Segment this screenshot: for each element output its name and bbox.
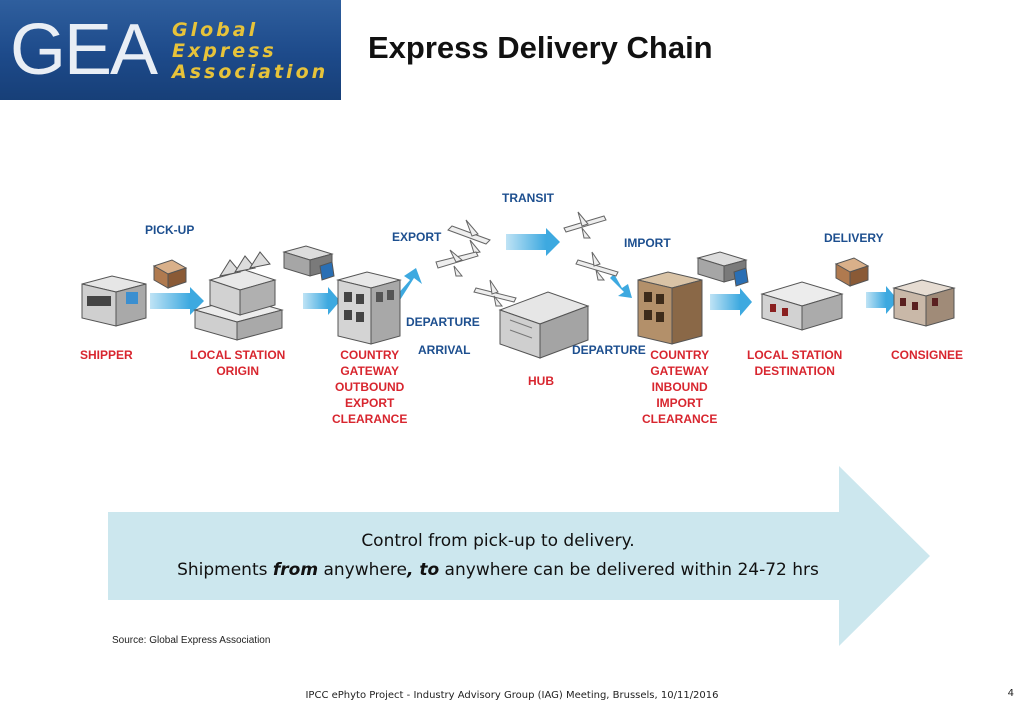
flow-arrow-5 <box>710 288 752 316</box>
banner-text: Control from pick-up to delivery. Shipme… <box>110 527 886 585</box>
label-line: INBOUND <box>651 380 708 394</box>
label-line: GATEWAY <box>650 364 710 378</box>
airplane-import-icon <box>575 251 619 281</box>
delivery-label: DELIVERY <box>824 231 884 245</box>
truck-icon <box>282 245 335 281</box>
arrival-label: ARRIVAL <box>418 343 471 357</box>
consignee-label: CONSIGNEE <box>891 348 964 362</box>
export-label: EXPORT <box>392 230 442 244</box>
logo-acronym: GEA <box>10 10 158 90</box>
country-gateway-outbound-label: COUNTRY GATEWAY OUTBOUND EXPORT CLEARANC… <box>332 347 407 427</box>
label-line: COUNTRY <box>340 348 400 362</box>
transit-label: TRANSIT <box>502 191 554 205</box>
footer-text: IPCC ePhyto Project - Industry Advisory … <box>305 690 719 701</box>
delivery-truck-icon <box>834 257 870 287</box>
banner-text-part: , <box>406 560 420 580</box>
local-station-origin-label: LOCAL STATION ORIGIN <box>190 347 285 379</box>
flow-arrow-down <box>610 274 632 298</box>
import-label: IMPORT <box>624 236 671 250</box>
shipper-building-icon <box>81 275 147 327</box>
departure-label: DEPARTURE <box>406 315 480 329</box>
banner-line-1: Control from pick-up to delivery. <box>361 531 635 551</box>
label-line: ORIGIN <box>216 364 259 378</box>
airplane-export-icon <box>447 219 491 254</box>
flow-arrow-1 <box>150 287 204 315</box>
label-line: LOCAL STATION <box>747 348 843 362</box>
label-line: OUTBOUND <box>335 380 405 394</box>
label-line: DESTINATION <box>754 364 835 378</box>
gateway-outbound-building-icon <box>336 271 402 345</box>
logo-wordmark: Global Express Association <box>172 20 337 83</box>
label-line: IMPORT <box>656 396 703 410</box>
label-line: LOCAL STATION <box>190 348 286 362</box>
label-line: CLEARANCE <box>642 412 718 426</box>
hub-building-icon <box>498 291 590 359</box>
shipper-label: SHIPPER <box>80 348 133 362</box>
logo-line-global: Global <box>172 19 259 41</box>
source-note: Source: Global Express Association <box>112 635 271 646</box>
flow-arrow-transit <box>506 228 560 256</box>
page-number: 4 <box>1007 688 1014 699</box>
banner-line-2: Shipments from anywhere, to anywhere can… <box>110 556 886 585</box>
label-line: GATEWAY <box>340 364 400 378</box>
hub-label: HUB <box>528 374 554 388</box>
control-banner-arrow <box>108 466 930 646</box>
flow-arrow-up <box>396 268 422 300</box>
pickup-label: PICK-UP <box>145 223 195 237</box>
logo-line-express: Express <box>172 40 277 62</box>
flow-arrow-2 <box>303 287 340 315</box>
diagram-graphics <box>81 211 956 359</box>
logo-line-association: Association <box>172 61 329 83</box>
delivery-chain-diagram: PICK-UP TRANSIT EXPORT IMPORT DELIVERY D… <box>70 180 970 440</box>
pickup-truck-icon <box>152 259 188 289</box>
gea-logo: GEA Global Express Association <box>0 0 341 100</box>
local-station-destination-icon <box>760 281 844 331</box>
local-station-origin-icon <box>193 251 284 341</box>
consignee-building-icon <box>892 279 956 327</box>
banner-text-part: Shipments <box>177 560 273 580</box>
banner-emphasis-to: to <box>419 560 440 580</box>
banner-text-part: anywhere can be delivered within 24-72 h… <box>439 560 819 580</box>
flow-arrow-6 <box>866 286 898 314</box>
label-line: EXPORT <box>345 396 395 410</box>
country-gateway-inbound-label: COUNTRY GATEWAY INBOUND IMPORT CLEARANCE <box>642 347 717 427</box>
label-line: CLEARANCE <box>332 412 408 426</box>
truck-icon <box>696 251 749 287</box>
slide-title: Express Delivery Chain <box>368 30 713 65</box>
label-line: COUNTRY <box>650 348 710 362</box>
banner-text-part: anywhere <box>318 560 407 580</box>
banner-emphasis-from: from <box>272 560 319 580</box>
gateway-inbound-building-icon <box>637 271 703 345</box>
departure-label-2: DEPARTURE <box>572 343 646 357</box>
airplane-arrival-icon <box>473 279 517 307</box>
local-station-destination-label: LOCAL STATION DESTINATION <box>747 347 842 379</box>
airplane-transit-icon <box>563 211 607 239</box>
airplane-departure-icon <box>435 249 479 277</box>
